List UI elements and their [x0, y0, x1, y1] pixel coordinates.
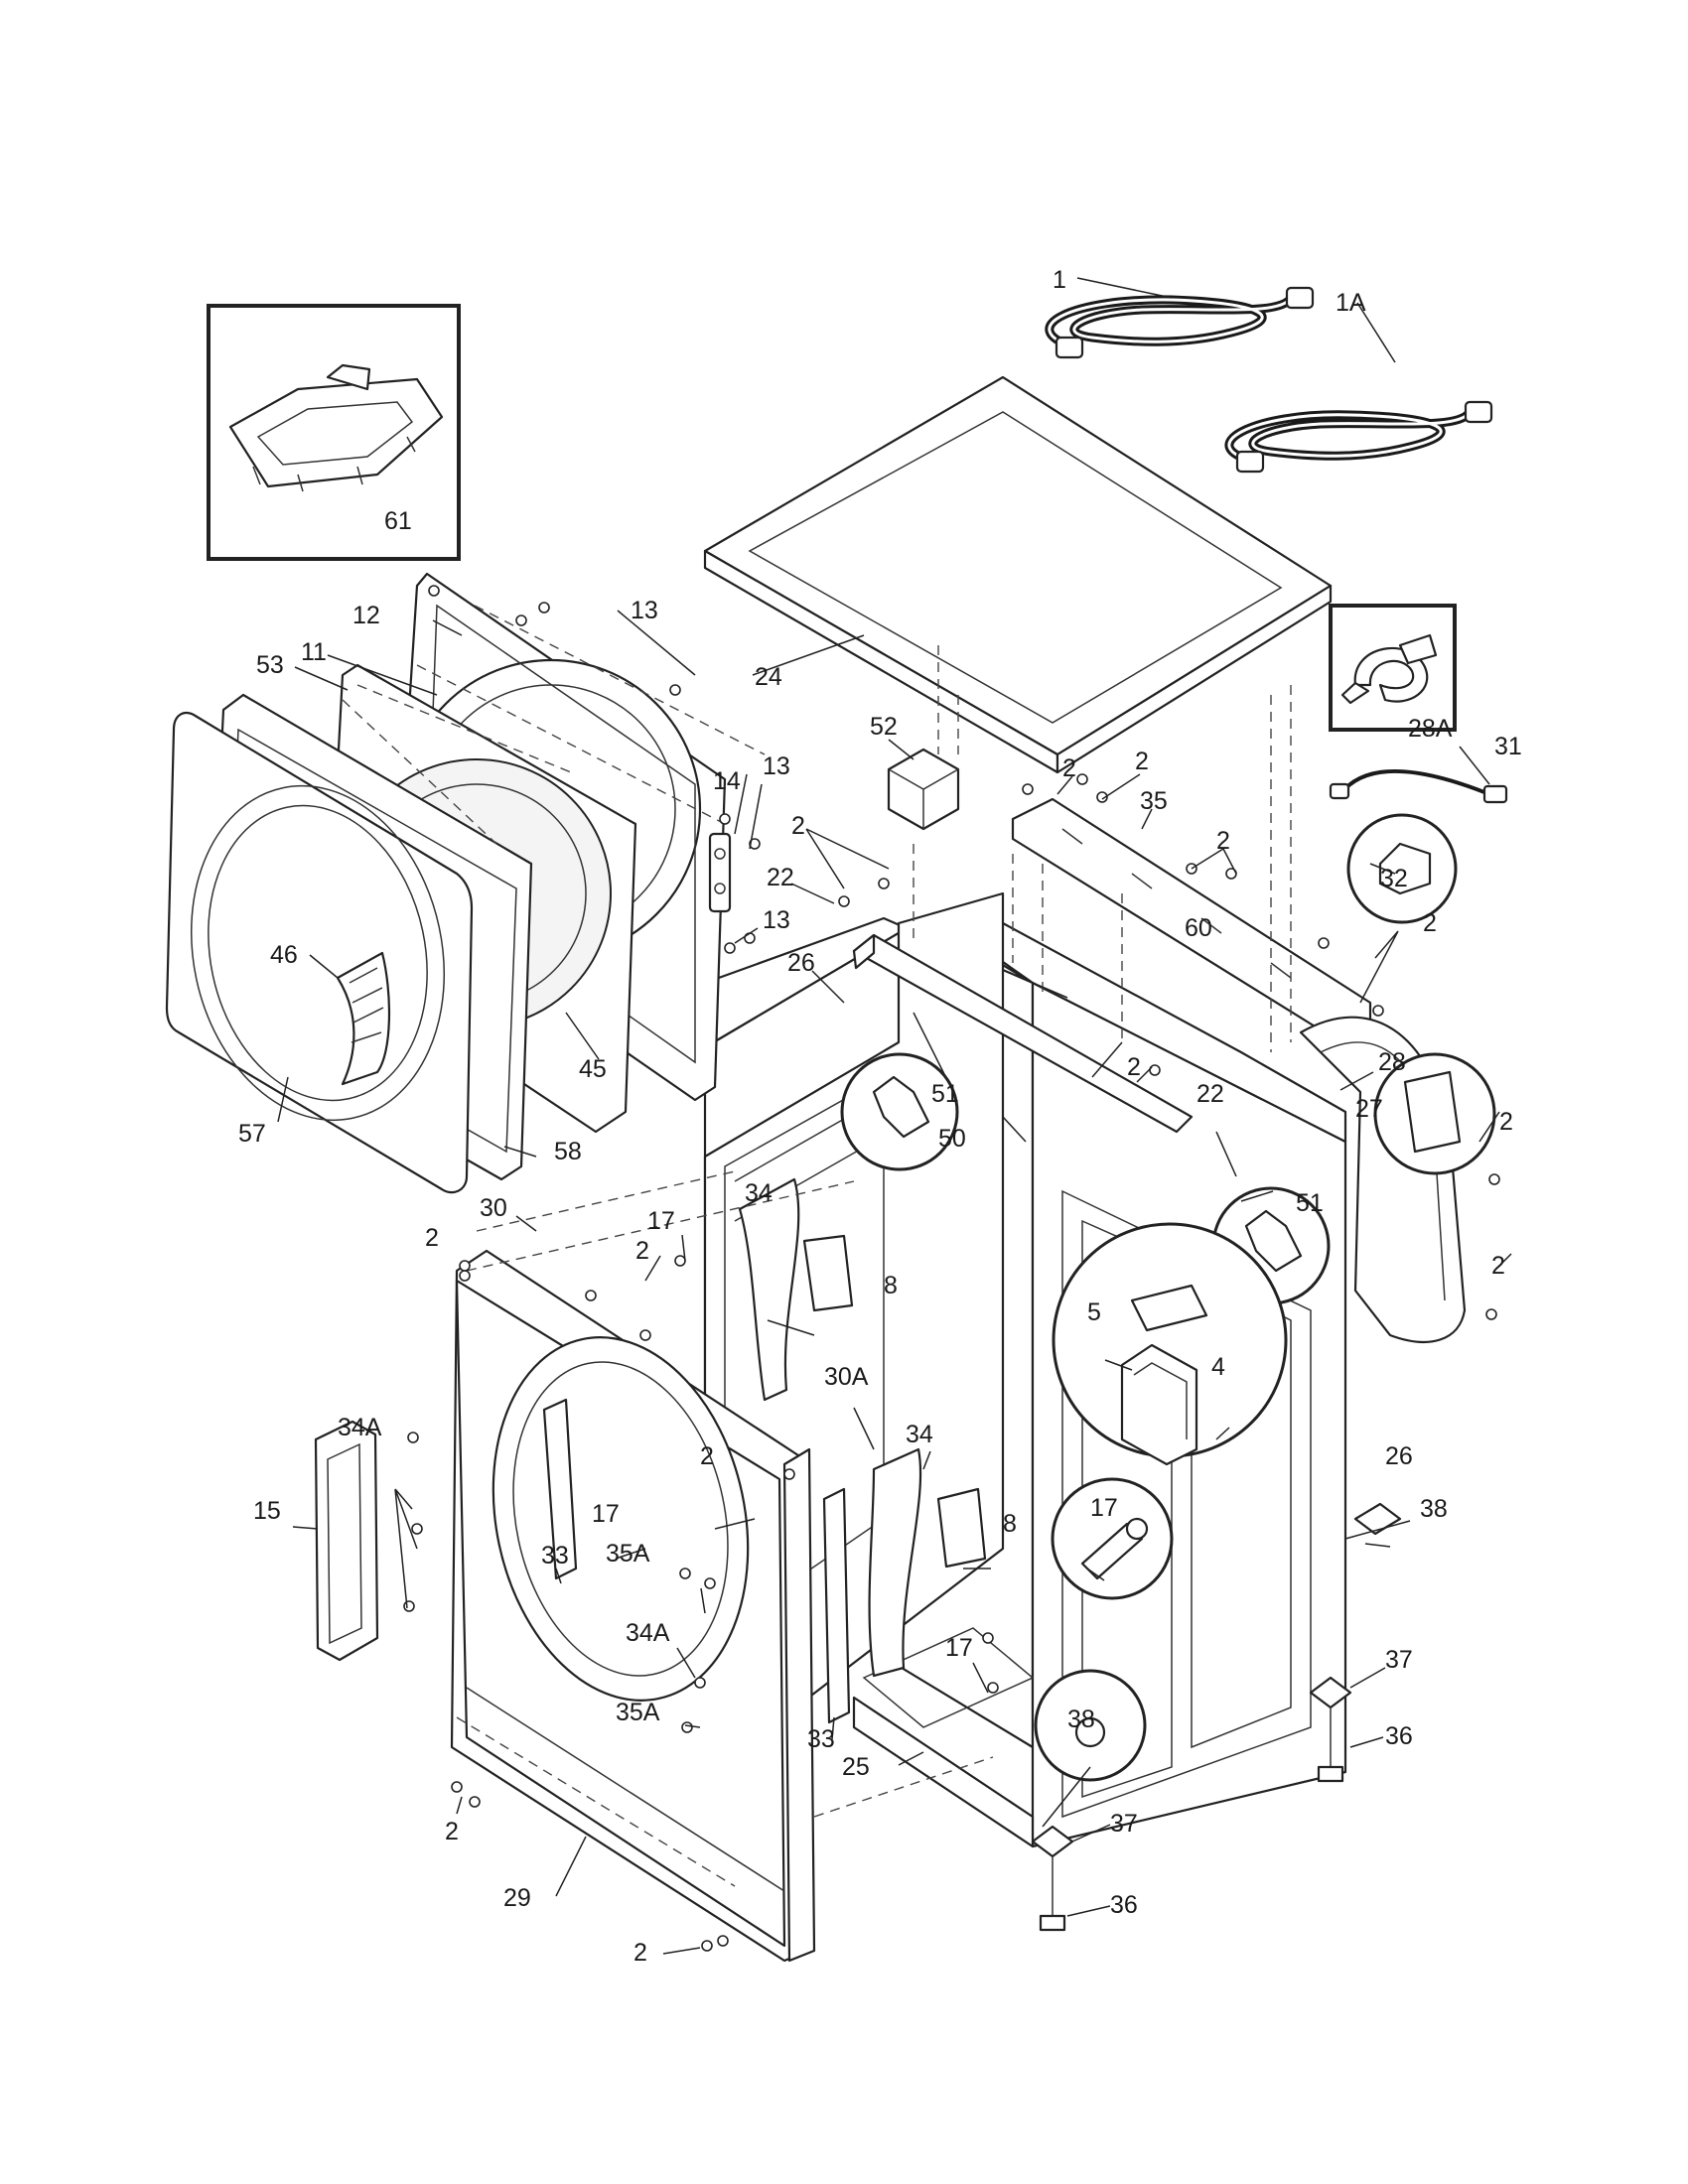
label-60: 60 [1185, 914, 1212, 942]
label-22-a: 22 [767, 864, 794, 891]
callout-27 [1373, 1052, 1496, 1175]
label-1a: 1A [1336, 289, 1366, 317]
label-2-h: 2 [425, 1224, 439, 1252]
inset-front-weight [207, 304, 461, 561]
label-30: 30 [480, 1194, 507, 1222]
label-8-bottom: 8 [1003, 1510, 1017, 1538]
label-51-a: 51 [931, 1080, 959, 1108]
callout-51a [840, 1052, 959, 1171]
label-58: 58 [554, 1138, 582, 1165]
dispenser-34a [738, 1177, 854, 1402]
hinge [708, 832, 732, 913]
label-46: 46 [270, 941, 298, 969]
label-2-k: 2 [700, 1442, 714, 1470]
label-2-g: 2 [1499, 1108, 1513, 1136]
label-26-top: 26 [787, 949, 815, 977]
label-33-left: 33 [541, 1542, 569, 1570]
label-17-b: 17 [592, 1500, 620, 1528]
label-1: 1 [1053, 266, 1066, 294]
label-34a-top: 34A [338, 1414, 382, 1441]
label-50: 50 [938, 1125, 966, 1153]
label-2-e: 2 [1423, 909, 1437, 937]
label-36-left: 36 [1110, 1891, 1138, 1919]
callout-pcb [1052, 1222, 1288, 1466]
front-panel [450, 1249, 851, 1963]
inlet-hose-1 [1045, 286, 1315, 359]
part-labels: 1 1A 61 12 13 11 53 24 52 28A 31 2 2 35 … [238, 266, 1522, 1967]
door-panel [165, 712, 474, 1194]
label-37-left: 37 [1110, 1810, 1138, 1838]
label-36-right: 36 [1385, 1722, 1413, 1750]
label-26-right: 26 [1385, 1442, 1413, 1470]
label-30a: 30A [824, 1363, 869, 1391]
label-2-a: 2 [1062, 754, 1076, 782]
leveling-foot-left [1031, 1825, 1074, 1932]
label-17-d: 17 [945, 1634, 973, 1662]
inlet-hose-1a [1224, 400, 1493, 474]
label-25: 25 [842, 1753, 870, 1781]
label-57: 57 [238, 1120, 266, 1148]
label-61: 61 [384, 507, 412, 535]
label-52: 52 [870, 713, 898, 741]
leveling-foot-right [1309, 1502, 1402, 1783]
label-13-mid: 13 [763, 906, 790, 934]
label-13-right: 13 [763, 752, 790, 780]
label-33-right: 33 [807, 1725, 835, 1753]
label-35a-bottom: 35A [616, 1699, 660, 1726]
label-2-f: 2 [1127, 1053, 1141, 1081]
label-53: 53 [256, 651, 284, 679]
top-brace [852, 933, 1194, 1134]
label-22-b: 22 [1196, 1080, 1224, 1108]
label-34-top: 34 [745, 1179, 773, 1207]
inset-hose-clamp [1329, 604, 1457, 732]
callout-38 [1034, 1669, 1147, 1782]
screws [403, 585, 1500, 1952]
label-2-l: 2 [445, 1818, 459, 1845]
label-24: 24 [755, 663, 782, 691]
label-13-top: 13 [631, 597, 658, 624]
label-38-left: 38 [1067, 1706, 1095, 1733]
alignment-lines [342, 605, 1292, 1887]
label-34-bottom: 34 [906, 1421, 933, 1448]
label-27: 27 [1355, 1095, 1383, 1123]
label-2-j: 2 [1491, 1252, 1505, 1280]
dispenser-34b [868, 1447, 987, 1678]
label-15: 15 [253, 1497, 281, 1525]
label-12: 12 [352, 602, 380, 629]
callout-17 [1051, 1477, 1174, 1600]
label-2-i: 2 [635, 1237, 649, 1265]
label-35: 35 [1140, 787, 1168, 815]
label-29: 29 [503, 1884, 531, 1912]
label-17-c: 17 [1090, 1494, 1118, 1522]
label-14: 14 [713, 767, 741, 795]
label-28a: 28A [1408, 715, 1453, 743]
label-38-right: 38 [1420, 1495, 1448, 1523]
top-panel [703, 375, 1333, 774]
hinge-bracket [314, 1420, 379, 1662]
label-4: 4 [1211, 1353, 1225, 1381]
label-32: 32 [1380, 865, 1408, 892]
label-2-c: 2 [791, 812, 805, 840]
label-2-b: 2 [1135, 748, 1149, 775]
label-35a-top: 35A [606, 1540, 650, 1568]
label-5: 5 [1087, 1298, 1101, 1326]
label-34a-bottom: 34A [626, 1619, 670, 1647]
part-52 [887, 748, 960, 831]
label-51-b: 51 [1296, 1189, 1324, 1217]
power-cord [1329, 768, 1508, 924]
label-8-top: 8 [884, 1272, 898, 1299]
label-31: 31 [1494, 733, 1522, 760]
label-11: 11 [301, 638, 327, 666]
label-45: 45 [579, 1055, 607, 1083]
label-28: 28 [1378, 1048, 1406, 1076]
label-2-m: 2 [633, 1939, 647, 1967]
label-37-right: 37 [1385, 1646, 1413, 1674]
label-2-d: 2 [1216, 827, 1230, 855]
label-17-a: 17 [647, 1207, 675, 1235]
leader-lines [277, 277, 1512, 1955]
